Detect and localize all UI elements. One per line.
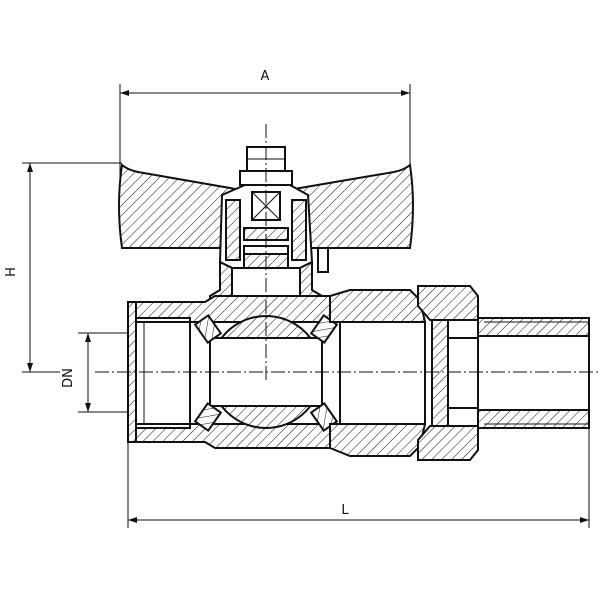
dimension-dn-label: DN: [61, 368, 76, 388]
dimension-a-label: A: [261, 69, 270, 84]
center-lines: [95, 124, 598, 380]
dimension-l-label: L: [341, 503, 349, 518]
union-coupling: [329, 285, 479, 461]
valve-body: [127, 295, 331, 449]
dimension-dn: DN: [61, 332, 138, 413]
male-tail: [477, 317, 590, 429]
dimension-h: H: [4, 162, 122, 373]
dimension-h-label: H: [4, 267, 19, 277]
